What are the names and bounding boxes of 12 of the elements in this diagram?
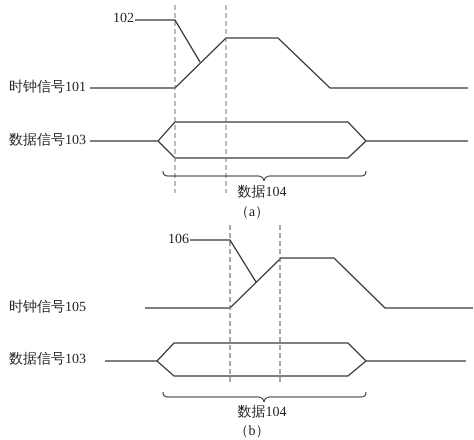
signal-name: 时钟信号101 [9, 80, 86, 96]
signal-name: 数据信号103 [9, 133, 86, 149]
signal-name: 数据信号103 [9, 352, 86, 368]
signal-name: 时钟信号105 [9, 300, 86, 316]
bracket-label: 数据104 [238, 185, 286, 201]
panel-caption: （b） [234, 424, 270, 440]
leader-line [190, 239, 257, 282]
callout-number: 106 [168, 232, 189, 248]
bracket-label: 数据104 [238, 405, 286, 421]
panel-caption: （a） [234, 205, 270, 221]
callout-number: 102 [113, 11, 134, 27]
leader-line [135, 19, 201, 62]
